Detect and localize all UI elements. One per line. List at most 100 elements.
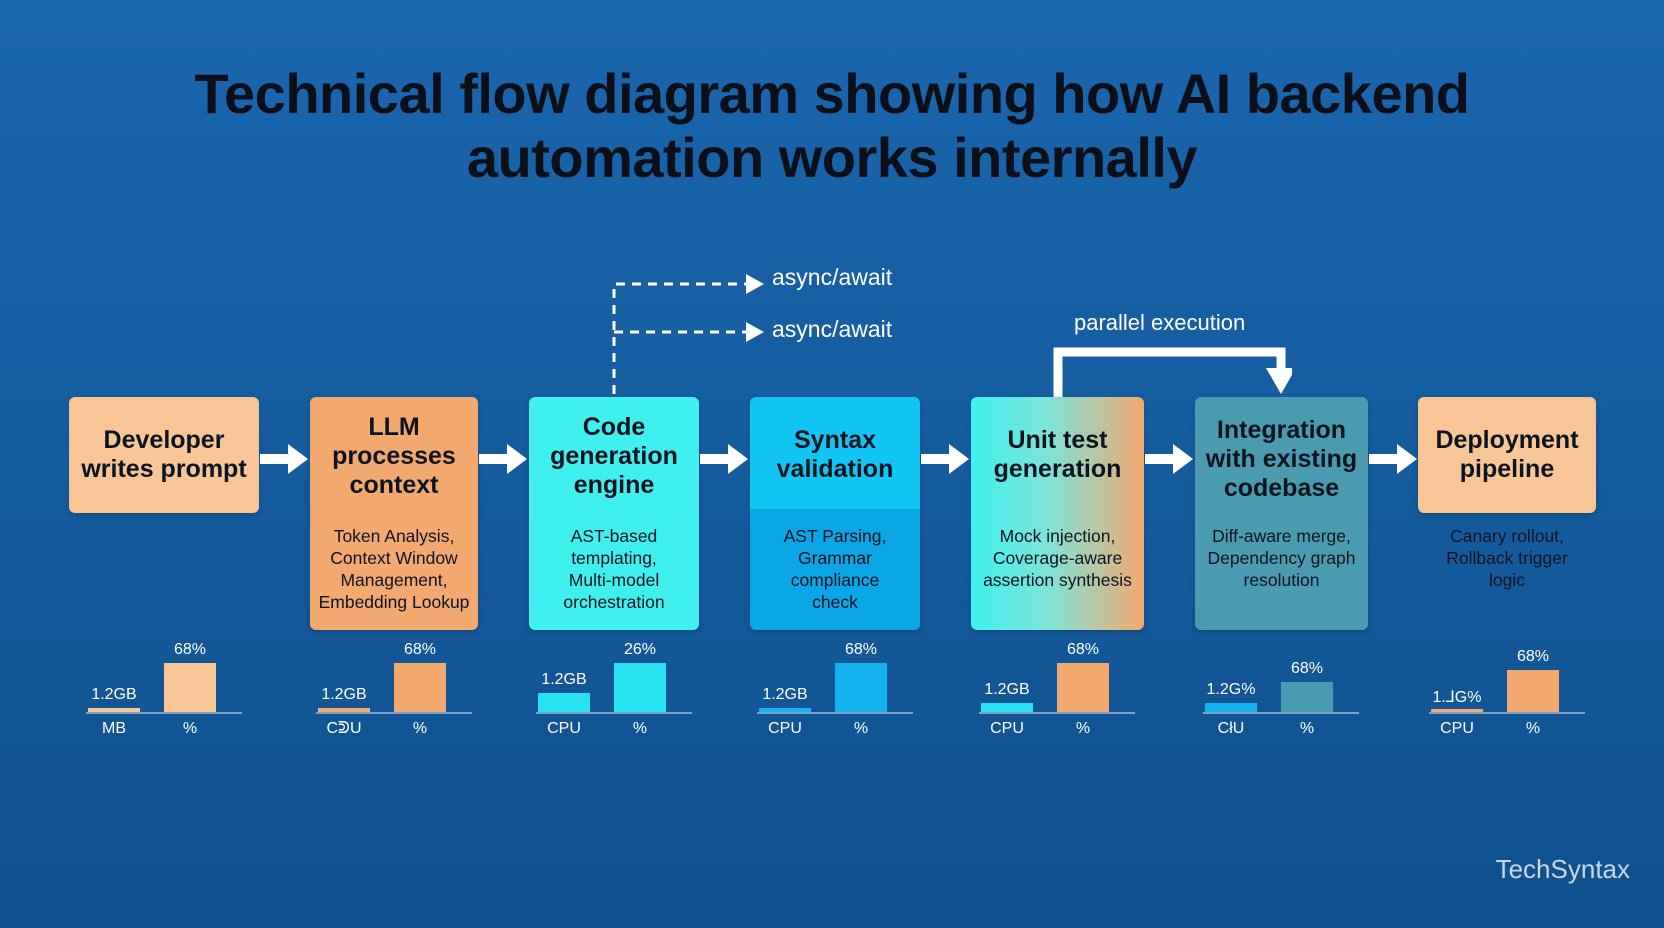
- chart-axis-label-left: CPU: [990, 720, 1024, 737]
- node-3-desc-line-4: orchestration: [563, 592, 665, 612]
- chart-value-label-left: 1.⅃G%: [1432, 689, 1482, 706]
- chart-axis-label-left: CPU: [547, 720, 581, 737]
- chart-value-label-left: 1.2GB: [321, 686, 367, 703]
- chart-bar-left: [318, 708, 370, 712]
- chart-axis-label-left: CłU: [1217, 720, 1245, 737]
- node-5-title-line-2: generation: [993, 455, 1122, 483]
- node-4-desc-line-1: AST Parsing,: [783, 526, 887, 546]
- chart-axis-label-right: %: [1525, 720, 1541, 737]
- node-syntax-validation: Syntax validation AST Parsing, Grammar c…: [750, 397, 920, 630]
- chart-value-label-right: 68%: [1290, 660, 1324, 677]
- chart-value-label-left: 1.2GB: [762, 686, 808, 703]
- node-2-title-line-2: processes: [332, 442, 456, 470]
- node-3-title-line-2: generation: [550, 442, 678, 470]
- chart-bar-left: [759, 708, 811, 712]
- node-6-desc-line-1: Diff-aware merge,: [1212, 526, 1351, 546]
- title-line-1: Technical flow diagram showing how AI ba…: [194, 62, 1470, 125]
- node-4-desc-line-3: compliance: [790, 570, 880, 590]
- chart-value-label-left: 1.2GB: [541, 671, 587, 688]
- node-5-title-line-1: Unit test: [1007, 426, 1108, 454]
- node-2-desc-line-2: Context Window: [330, 548, 458, 568]
- flow-arrow-5: [1145, 444, 1193, 474]
- node-7-description: Canary rollout, Rollback trigger logic: [1418, 525, 1596, 591]
- node-6-title-line-1: Integration: [1216, 416, 1347, 444]
- chart-axis-label-left: MB: [102, 720, 126, 737]
- node-3-desc-line-2: templating,: [571, 548, 657, 568]
- chart-bar-right: [1281, 682, 1333, 712]
- flow-arrow-3: [700, 444, 748, 474]
- node-7-title-line-2: pipeline: [1459, 455, 1555, 483]
- chart-axis-line: [979, 712, 1135, 714]
- chart-bar-left: [538, 693, 590, 712]
- chart-value-label-left: 1.2GB: [984, 681, 1030, 698]
- node-1-title-line-2: writes prompt: [81, 455, 247, 483]
- chart-bar-right: [614, 663, 666, 712]
- chart-axis-label-right: %: [1299, 720, 1315, 737]
- chart-bar-right: [1507, 670, 1559, 712]
- chart-value-label-right: 68%: [173, 641, 207, 658]
- node-7-desc-line-1: Canary rollout,: [1450, 526, 1564, 546]
- node-developer-prompt: Developer writes prompt: [69, 397, 259, 513]
- chart-axis-label-left: CᕲU: [326, 720, 362, 737]
- chart-axis-label-right: %: [182, 720, 198, 737]
- node-2-desc-line-3: Management,: [340, 570, 448, 590]
- title-line-2: automation works internally: [466, 126, 1198, 189]
- node-7-desc-line-2: Rollback trigger: [1446, 548, 1568, 568]
- node-4-title-line-2: validation: [776, 455, 894, 483]
- node-3-title-line-3: engine: [573, 471, 655, 499]
- node-5-desc-line-1: Mock injection,: [999, 526, 1116, 546]
- node-code-generation: Code generation engine AST-based templat…: [529, 397, 699, 630]
- flow-arrow-6: [1369, 444, 1417, 474]
- chart-axis-label-right: %: [632, 720, 648, 737]
- chart-axis-line: [757, 712, 913, 714]
- chart-value-label-right: 68%: [844, 641, 878, 658]
- chart-axis-label-right: %: [1075, 720, 1091, 737]
- node-5-desc-line-3: assertion synthesis: [983, 570, 1132, 590]
- chart-axis-label-right: %: [853, 720, 869, 737]
- async-connector: [612, 274, 764, 394]
- chart-value-label-left: 1.2G%: [1206, 681, 1256, 698]
- node-deployment-pipeline: Deployment pipeline: [1418, 397, 1596, 513]
- brand-watermark: TechSyntax: [1495, 854, 1630, 884]
- flow-arrow-2: [479, 444, 527, 474]
- chart-bar-left: [981, 703, 1033, 712]
- node-unit-test-generation: Unit test generation Mock injection, Cov…: [971, 397, 1144, 630]
- node-6-title-line-3: codebase: [1223, 474, 1340, 502]
- chart-axis-line: [86, 712, 242, 714]
- chart-axis-line: [536, 712, 692, 714]
- node-6-title-line-2: with existing: [1205, 445, 1358, 473]
- chart-axis-label-right: %: [412, 720, 428, 737]
- node-4-title-line-1: Syntax: [794, 426, 876, 454]
- node-6-desc-line-2: Dependency graph: [1207, 548, 1356, 568]
- chart-bar-left: [88, 708, 140, 712]
- node-2-desc-line-1: Token Analysis,: [333, 526, 455, 546]
- chart-bar-left: [1205, 703, 1257, 712]
- node-4-desc-line-4: check: [812, 592, 858, 612]
- chart-value-label-right: 68%: [403, 641, 437, 658]
- diagram-title: Technical flow diagram showing how AI ba…: [0, 62, 1664, 190]
- node-llm-context: LLM processes context Token Analysis, Co…: [310, 397, 478, 630]
- chart-value-label-left: 1.2GB: [91, 686, 137, 703]
- chart-bar-right: [394, 663, 446, 712]
- node-2-title-line-1: LLM: [368, 413, 420, 441]
- parallel-connector: [1053, 347, 1292, 400]
- node-1-title-line-1: Developer: [103, 426, 225, 454]
- async-label-1: async/await: [772, 264, 893, 290]
- chart-bar-right: [164, 663, 216, 712]
- flow-arrow-1: [260, 444, 308, 474]
- node-3-title-line-1: Code: [582, 413, 646, 441]
- node-5-desc-line-2: Coverage-aware: [992, 548, 1123, 568]
- chart-value-label-right: 68%: [1516, 648, 1550, 665]
- parallel-execution-label: parallel execution: [1074, 310, 1246, 335]
- chart-bar-right: [1057, 663, 1109, 712]
- node-2-desc-line-4: Embedding Lookup: [318, 592, 470, 612]
- chart-value-label-right: 26%: [623, 641, 657, 658]
- node-7-title-line-1: Deployment: [1435, 426, 1579, 454]
- node-7-desc-line-3: logic: [1489, 570, 1525, 590]
- chart-axis-label-left: CPU: [1440, 720, 1474, 737]
- chart-axis-line: [1203, 712, 1359, 714]
- flow-arrow-4: [921, 444, 969, 474]
- chart-axis-label-left: CPU: [768, 720, 802, 737]
- node-3-desc-line-3: Multi-model: [568, 570, 660, 590]
- chart-bar-left: [1431, 709, 1483, 712]
